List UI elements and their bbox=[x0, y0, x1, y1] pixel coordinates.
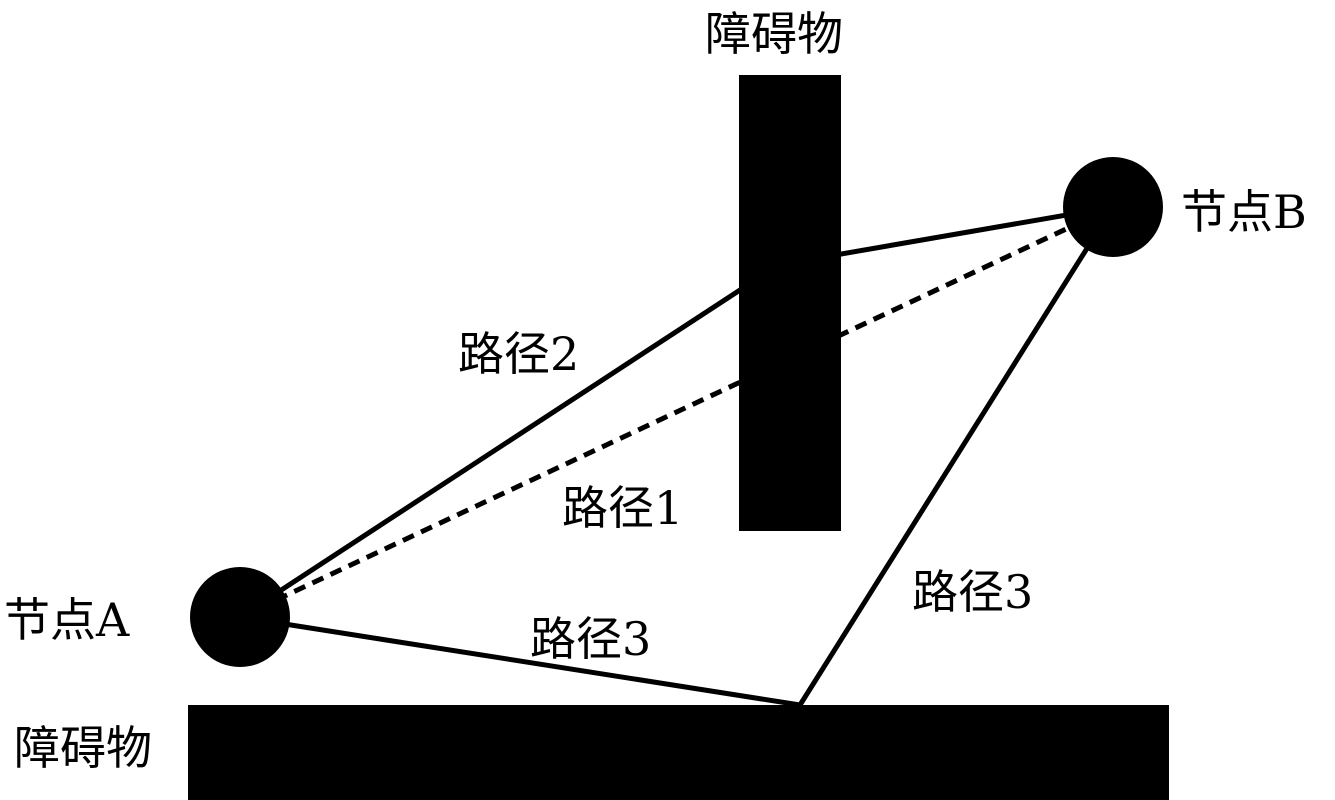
path-2-label: 路径2 bbox=[458, 327, 579, 381]
path-3-left-label: 路径3 bbox=[530, 612, 651, 666]
node-b-label: 节点B bbox=[1181, 185, 1307, 239]
path-3-line bbox=[239, 205, 1116, 708]
path-1-label: 路径1 bbox=[562, 481, 683, 535]
obstacle-top-label: 障碍物 bbox=[705, 7, 843, 61]
obstacle-horizontal-cover bbox=[188, 705, 1169, 800]
node-a-label: 节点A bbox=[4, 593, 130, 647]
node-b-circle bbox=[1063, 157, 1163, 257]
obstacle-bottom-label: 障碍物 bbox=[14, 721, 152, 775]
node-a-circle bbox=[190, 567, 290, 667]
path-3-right-label: 路径3 bbox=[912, 565, 1033, 619]
path-1-line bbox=[238, 204, 1115, 620]
obstacle-vertical-cover bbox=[739, 75, 841, 531]
